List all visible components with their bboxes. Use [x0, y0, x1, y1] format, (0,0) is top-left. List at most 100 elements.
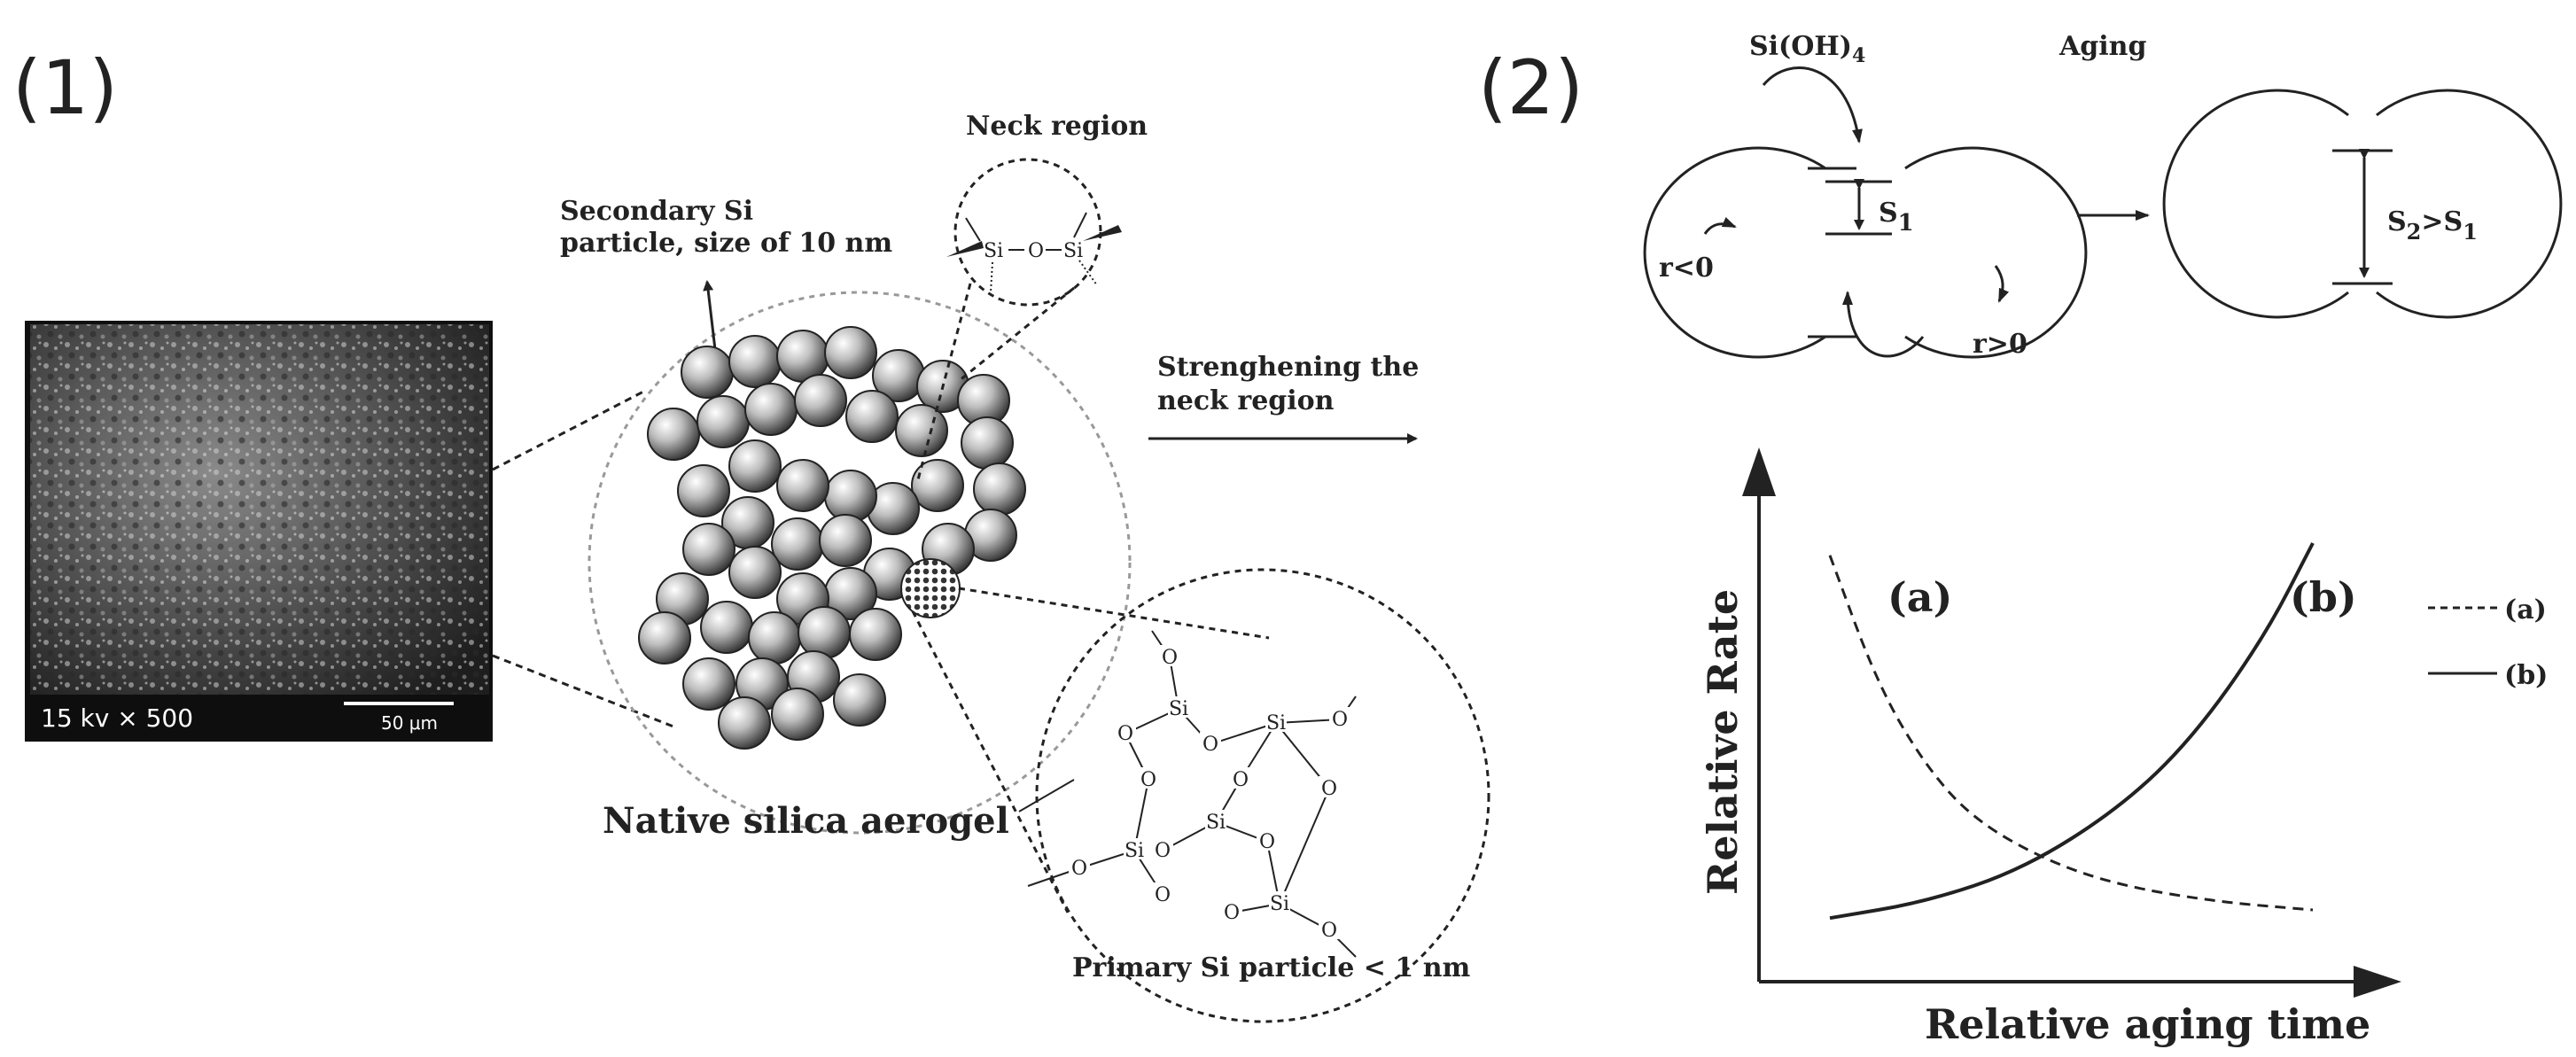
neck-o: O — [1028, 240, 1044, 262]
atom-background — [1230, 767, 1251, 789]
strengthening-label-line2: neck region — [1157, 385, 1335, 416]
secondary-label-line2: particle, size of 10 nm — [560, 228, 892, 259]
x-axis-arrow — [2354, 966, 2401, 998]
oxygen-atom: O — [1117, 723, 1133, 745]
silicon-atom: Si — [1270, 893, 1289, 915]
aging-rate-chart: Relative Rate Relative aging time (a) (b… — [1699, 447, 2548, 1048]
oxygen-atom: O — [1162, 647, 1178, 669]
primary-particle-label: Primary Si particle < 1 nm — [1072, 952, 1471, 983]
oxygen-atom: O — [1233, 769, 1249, 791]
secondary-si-sphere — [700, 601, 753, 654]
aerogel-label: Native silica aerogel — [603, 800, 1009, 842]
atom-background — [1138, 767, 1159, 789]
neck-si-left: Si — [984, 240, 1003, 262]
curve-label-a: (a) — [1887, 573, 1952, 621]
secondary-si-sphere — [911, 459, 964, 512]
s1-label: S1 — [1879, 198, 1914, 237]
panel-1-label: (1) — [12, 44, 118, 131]
oxygen-atom: O — [1202, 734, 1218, 756]
oxygen-atom: O — [1155, 884, 1171, 906]
neck-region-title: Neck region — [966, 111, 1148, 142]
secondary-si-sphere — [794, 374, 847, 427]
secondary-si-sphere — [744, 383, 798, 436]
secondary-si-sphere — [824, 326, 877, 379]
atom-background — [1265, 711, 1287, 732]
oxygen-atom: O — [1224, 902, 1240, 924]
reactant-label: Si(OH)4 — [1749, 31, 1865, 67]
secondary-si-sphere — [728, 546, 782, 599]
secondary-si-sphere — [776, 459, 829, 512]
x-axis-label: Relative aging time — [1925, 1000, 2370, 1048]
curve-label-b: (b) — [2290, 573, 2357, 621]
secondary-si-sphere — [833, 673, 886, 727]
siloxane-bond — [1210, 722, 1277, 745]
atom-background — [1257, 829, 1278, 851]
oxygen-atom: O — [1071, 858, 1087, 880]
strengthening-label-line1: Strenghening the — [1157, 352, 1419, 383]
atom-background — [1115, 721, 1136, 742]
secondary-si-sphere — [849, 608, 902, 661]
primary-zoom-lines — [911, 587, 1270, 913]
s2-label: S2>S1 — [2387, 206, 2478, 245]
y-axis-label: Relative Rate — [1699, 589, 1747, 895]
atom-background — [1168, 696, 1189, 718]
secondary-si-sphere — [961, 416, 1014, 470]
sem-scale-label: 50 μm — [381, 712, 438, 734]
atom-background — [1319, 918, 1340, 939]
atom-background — [1319, 776, 1340, 797]
secondary-si-sphere — [771, 517, 824, 571]
neck-growth-diagram — [1643, 66, 2088, 359]
aerogel-zoom-circle — [588, 291, 1132, 835]
atom-background — [1124, 838, 1145, 859]
secondary-si-sphere — [895, 404, 948, 457]
neck-region-circle — [953, 158, 1102, 307]
silicon-atom: Si — [1266, 712, 1286, 734]
r-negative-label: r<0 — [1659, 253, 1714, 284]
atom-background — [1152, 838, 1173, 859]
secondary-si-sphere — [798, 606, 851, 659]
secondary-si-sphere — [819, 514, 872, 567]
oxygen-atom: O — [1259, 831, 1275, 853]
atom-background — [1269, 891, 1290, 913]
secondary-si-sphere — [647, 408, 700, 461]
secondary-particle-cluster — [638, 326, 1026, 750]
series-b-line — [1829, 542, 2315, 921]
oxygen-atom: O — [1155, 840, 1171, 862]
secondary-label-line1: Secondary Si — [560, 196, 753, 227]
atom-background — [1329, 707, 1350, 728]
secondary-si-sphere — [973, 462, 1026, 516]
neck-zoom-lines — [915, 283, 1075, 484]
secondary-si-sphere — [728, 335, 782, 388]
siloxane-terminal-bond — [1018, 779, 1075, 812]
silicon-atom: Si — [1125, 840, 1144, 862]
silicon-atom: Si — [1206, 812, 1226, 834]
secondary-si-sphere — [638, 611, 691, 665]
oxygen-atom: O — [1321, 778, 1337, 800]
secondary-si-sphere — [677, 464, 730, 517]
sem-micrograph: 15 kv × 500 50 μm — [25, 321, 493, 742]
secondary-si-sphere — [718, 696, 771, 750]
series-a-line — [1828, 555, 2314, 912]
zoom-lines-sem — [492, 388, 674, 728]
secondary-si-sphere — [728, 439, 782, 493]
siloxane-bond — [1279, 788, 1330, 905]
panel-2-label: (2) — [1478, 44, 1584, 131]
atom-background — [1159, 645, 1180, 666]
secondary-si-sphere — [682, 657, 735, 711]
secondary-si-sphere — [682, 523, 735, 576]
secondary-si-sphere — [748, 611, 801, 665]
chart-legend: (a) (b) — [2428, 595, 2548, 691]
y-axis-arrow — [1742, 447, 1776, 496]
neck-si-right: Si — [1063, 240, 1083, 262]
legend-label-b: (b) — [2504, 660, 2548, 691]
secondary-si-sphere — [771, 688, 824, 741]
atom-background — [1069, 856, 1090, 877]
legend-label-a: (a) — [2504, 595, 2547, 626]
oxygen-atom: O — [1321, 920, 1337, 942]
aged-neck-diagram — [2162, 89, 2563, 319]
aging-label: Aging — [2058, 31, 2146, 62]
neck-siloxane-bond: Si O Si — [946, 212, 1122, 293]
oxygen-atom: O — [1332, 709, 1348, 731]
